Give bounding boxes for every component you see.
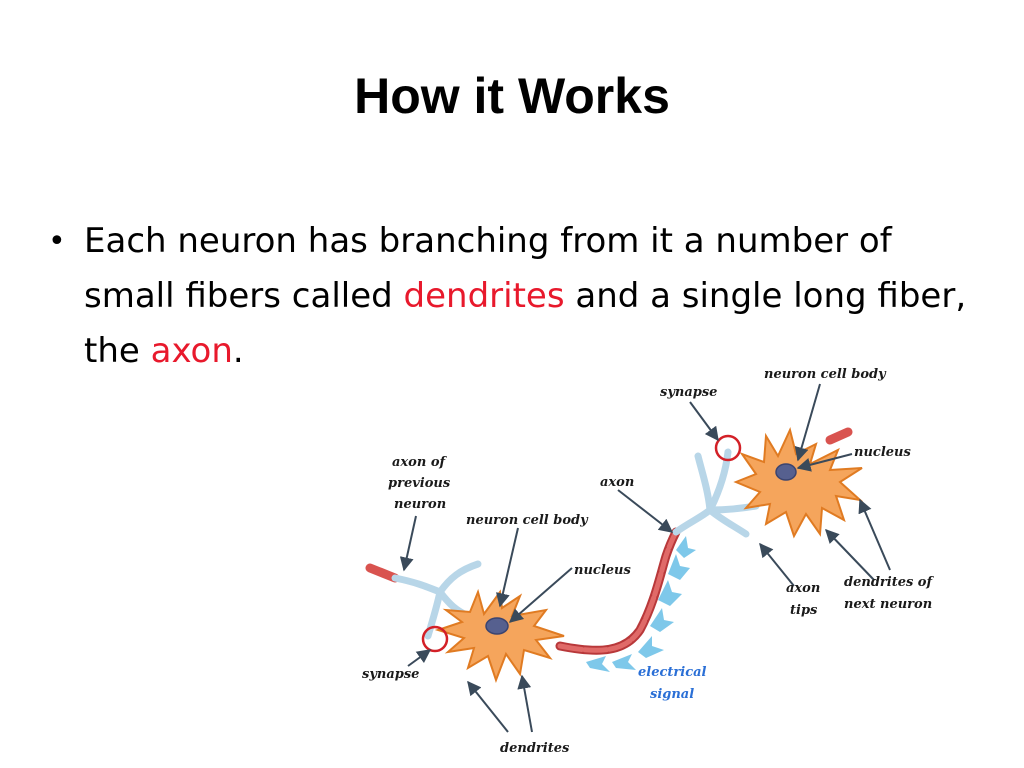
axon-previous-stub <box>365 563 400 583</box>
label-axon-tips-1: axon <box>786 581 820 596</box>
bullet-text-part3: . <box>232 331 244 371</box>
right-synapse-circle <box>714 434 742 462</box>
label-axon-of-prev-1: axon of <box>392 455 447 470</box>
electrical-signal-chevrons <box>586 536 696 672</box>
bullet-text-part2: and a single long fiber, the <box>84 276 967 371</box>
label-neuron-cell-body-left: neuron cell body <box>466 513 589 528</box>
left-cell-body <box>434 588 565 683</box>
label-dendrites-next-1: dendrites of <box>844 575 934 590</box>
label-neuron-cell-body-top: neuron cell body <box>764 367 887 382</box>
right-nucleus <box>775 463 797 481</box>
right-cell-body <box>733 427 864 539</box>
right-axon-stub <box>825 427 853 445</box>
label-dendrites-next-2: next neuron <box>844 597 932 612</box>
label-electrical-signal-2: signal <box>650 687 694 702</box>
label-axon-tips-2: tips <box>790 603 818 618</box>
slide-title: How it Works <box>354 68 670 124</box>
bullet-text: Each neuron has branching from it a numb… <box>84 214 988 379</box>
right-axon-terminals <box>672 448 760 538</box>
axon-fiber <box>555 527 681 655</box>
neuron-diagram: synapse neuron cell body nucleus axon ax… <box>362 367 934 756</box>
label-arrows <box>399 383 891 733</box>
label-synapse-left: synapse <box>362 667 419 682</box>
left-axon-terminals <box>391 560 482 640</box>
label-axon: axon <box>600 475 634 490</box>
label-axon-of-prev-2: previous <box>388 476 451 491</box>
label-nucleus-left: nucleus <box>574 563 631 578</box>
dendrites-highlight: dendrites <box>403 276 565 316</box>
left-synapse-circle <box>421 625 449 653</box>
axon-highlight: axon <box>150 331 233 371</box>
label-synapse-top: synapse <box>660 385 717 400</box>
bullet-symbol: • <box>48 224 66 259</box>
label-axon-of-prev-3: neuron <box>394 497 446 512</box>
bullet-paragraph: • Each neuron has branching from it a nu… <box>48 214 988 379</box>
label-dendrites: dendrites <box>500 741 570 756</box>
label-electrical-signal-1: electrical <box>638 665 707 680</box>
label-nucleus-top: nucleus <box>854 445 911 460</box>
bullet-text-part1: Each neuron has branching from it a numb… <box>84 221 892 316</box>
left-nucleus <box>485 617 509 635</box>
